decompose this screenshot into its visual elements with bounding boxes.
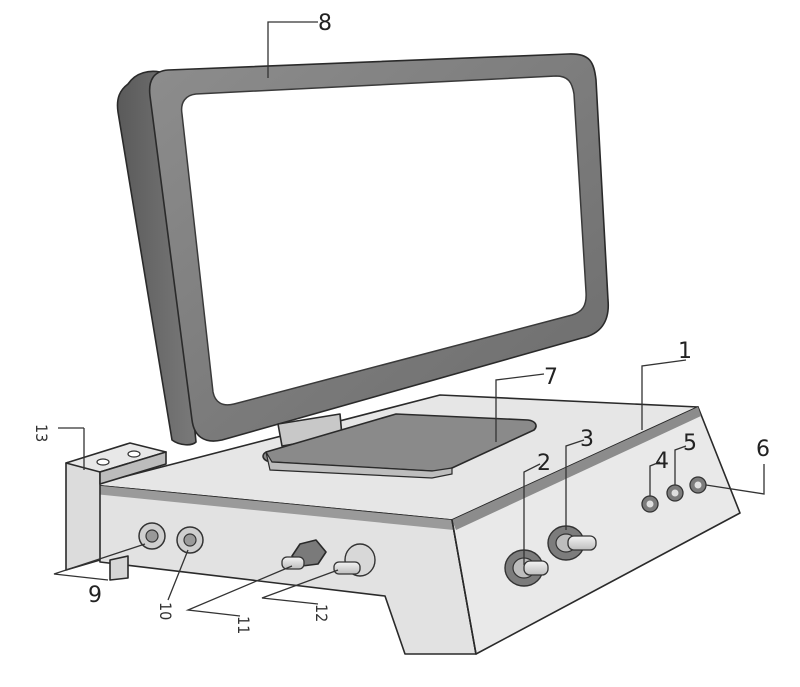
callout-5: 5 xyxy=(683,431,697,456)
port-10 xyxy=(176,526,204,554)
port-9 xyxy=(138,522,166,550)
leader-7 xyxy=(495,373,545,442)
base-front-bevel xyxy=(92,485,454,530)
connector-3 xyxy=(547,525,597,561)
base-side-bevel xyxy=(452,407,701,530)
connector-2 xyxy=(504,549,549,587)
leader-11 xyxy=(185,565,293,617)
screen-display xyxy=(180,75,587,406)
port-5 xyxy=(666,484,684,502)
leader-10 xyxy=(167,549,189,601)
callout-3: 3 xyxy=(580,427,594,452)
connector-11 xyxy=(281,539,327,570)
callout-6: 6 xyxy=(756,437,770,462)
callout-4: 4 xyxy=(655,449,669,474)
port-6 xyxy=(689,476,707,494)
leader-2 xyxy=(523,463,541,565)
callout-10: 10 xyxy=(156,602,175,620)
leader-12 xyxy=(261,569,339,605)
screen-side xyxy=(116,70,197,446)
screen-panel xyxy=(116,53,609,447)
leader-6 xyxy=(705,464,765,495)
leader-1 xyxy=(641,359,687,430)
callout-8: 8 xyxy=(318,11,332,36)
callout-12: 12 xyxy=(312,604,331,622)
leader-5 xyxy=(674,445,687,485)
callout-labels: 8 1 7 2 3 4 5 6 9 13 10 11 12 xyxy=(32,11,770,634)
callout-2: 2 xyxy=(537,451,551,476)
mounting-bracket xyxy=(65,442,167,581)
leader-8 xyxy=(267,21,318,78)
callout-9: 9 xyxy=(88,583,102,608)
leader-lines xyxy=(53,21,765,617)
leader-4 xyxy=(649,461,661,496)
leader-3 xyxy=(565,439,585,530)
callout-13: 13 xyxy=(32,424,51,442)
callout-11: 11 xyxy=(234,616,253,634)
support-plate xyxy=(262,413,537,479)
callout-1: 1 xyxy=(678,339,692,364)
leader-9 xyxy=(53,543,146,581)
callout-7: 7 xyxy=(544,365,558,390)
bracket-hole-1 xyxy=(96,458,110,466)
base-corner-edge xyxy=(451,519,477,655)
bracket-hole-2 xyxy=(127,450,141,458)
connector-12 xyxy=(333,543,376,577)
port-4 xyxy=(641,495,659,513)
plate-edge xyxy=(265,451,453,479)
